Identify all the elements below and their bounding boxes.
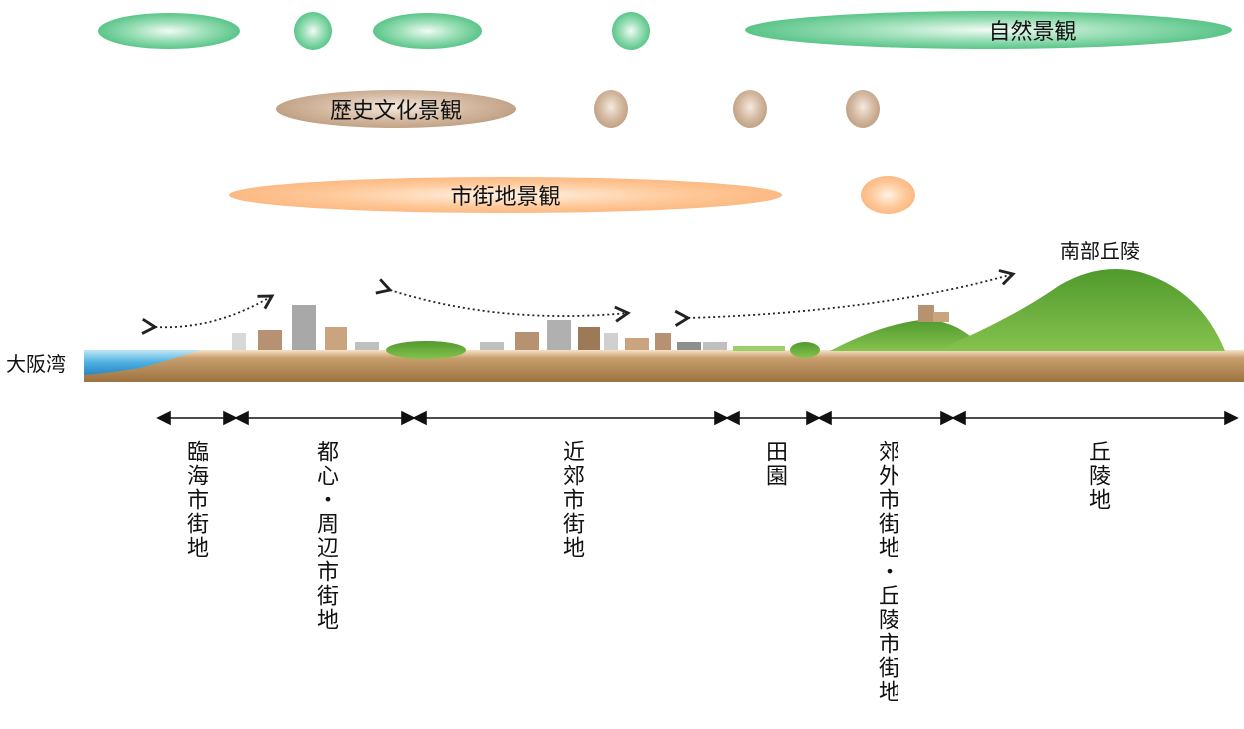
zone-label-rinkai: 臨海市街地 [183,440,208,560]
zone-range-arrows [156,410,1239,426]
natural-landscape-ellipse-main: 自然景観 [745,11,1232,49]
natural-landscape-ellipse-4 [612,12,650,50]
natural-landscape-ellipse-2 [294,12,332,50]
connection-arrow-2 [375,278,631,323]
urban-landscape-ellipse-2 [861,176,915,214]
ground-strata [84,350,1244,382]
zone-label-kinko: 近郊市街地 [559,440,584,560]
historical-landscape-ellipse-4 [846,90,880,128]
connection-arrow-1 [141,294,275,335]
historical-landscape-ellipse-main: 歴史文化景観 [276,90,516,128]
buildings-toshin [258,305,379,350]
natural-landscape-ellipse-1 [98,13,240,49]
natural-landscape-ellipse-3 [373,13,482,49]
urban-landscape-ellipse-main: 市街地景観 [229,177,782,213]
zone-label-den-en: 田園 [762,440,787,488]
southern-hills-label: 南部丘陵 [1060,239,1140,263]
buildings-kinko [480,320,727,350]
zone-label-kyuryo: 丘陵地 [1085,440,1110,512]
osaka-bay-sea [84,350,200,375]
buildings-hill [918,305,949,322]
landscape-cross-section [84,268,1244,382]
natural-landscape-label: 自然景観 [988,20,1077,45]
paddy-field [733,346,785,351]
historical-landscape-ellipse-3 [733,90,767,128]
historical-landscape-ellipse-2 [594,90,628,128]
connection-arrow-3 [674,269,1016,327]
zone-label-kogai: 郊外市街地・丘陵市街地 [876,440,898,704]
urban-landscape-label: 市街地景観 [450,185,561,210]
historical-landscape-label: 歴史文化景観 [329,99,462,124]
suburban-hill [830,319,980,351]
osaka-bay-label: 大阪湾 [6,352,66,376]
green-mound-1 [386,341,466,359]
buildings-rinkai [232,333,246,350]
southern-hill [935,268,1225,351]
zone-label-toshin: 都心・周辺市街地 [313,440,338,632]
green-mound-2 [790,342,820,358]
